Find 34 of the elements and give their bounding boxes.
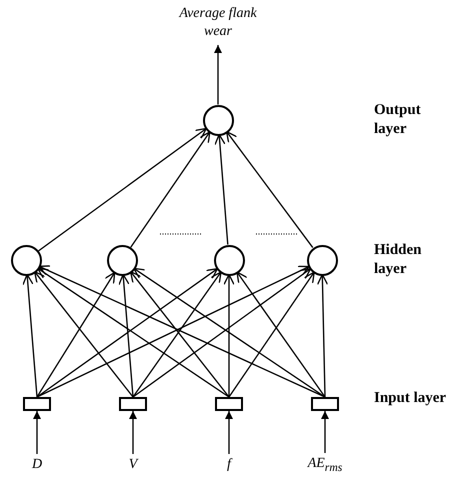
arrow xyxy=(129,411,137,454)
arrow xyxy=(38,128,207,252)
input-label: V xyxy=(118,456,148,476)
input-label: AE$_{rms}$ xyxy=(299,455,351,477)
arrow xyxy=(22,274,38,398)
arrow xyxy=(33,411,41,454)
input-box xyxy=(215,397,243,411)
input-label: D xyxy=(22,456,52,476)
layer-label: Input layer xyxy=(374,389,448,408)
arrow xyxy=(118,274,134,398)
arrow xyxy=(36,272,116,398)
layer-label: Hidden layer xyxy=(374,241,423,279)
arrow xyxy=(228,272,315,398)
arrow xyxy=(214,45,222,104)
arrow xyxy=(321,411,329,453)
arrow xyxy=(316,274,328,398)
arrow xyxy=(34,271,134,398)
input-label: f xyxy=(214,456,244,476)
input-box xyxy=(311,397,339,411)
input-box xyxy=(23,397,51,411)
arrow xyxy=(236,271,326,398)
neuron-circle xyxy=(306,244,338,276)
output-label: Average flank wear xyxy=(170,5,266,43)
layer-label: Output layer xyxy=(374,101,422,139)
arrow xyxy=(130,131,210,248)
arrow xyxy=(226,131,314,248)
neuron-circle xyxy=(202,104,234,136)
input-box xyxy=(119,397,147,411)
neuron-circle xyxy=(106,244,138,276)
arrow xyxy=(214,134,228,245)
neuron-circle xyxy=(10,244,42,276)
arrow xyxy=(225,411,233,454)
arrow xyxy=(223,274,235,397)
neuron-circle xyxy=(214,244,244,276)
